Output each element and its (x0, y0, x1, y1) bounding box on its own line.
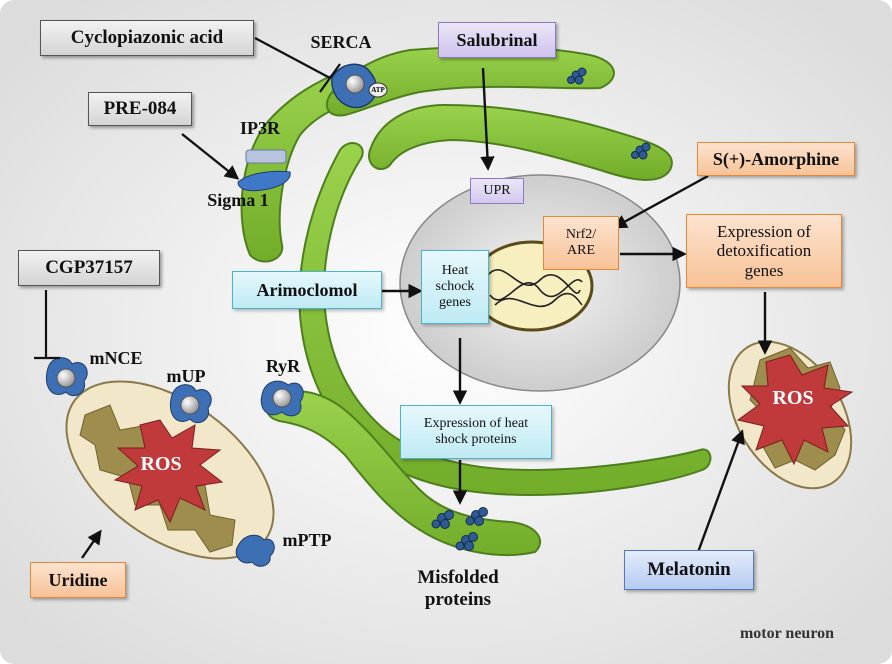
ros-burst-left (113, 419, 224, 524)
mptp-label: mPTP (282, 529, 332, 550)
amorphine-box: S(+)-Amorphine (697, 142, 855, 176)
melatonin-box: Melatonin (624, 550, 754, 590)
mitochondrion-right (727, 340, 854, 490)
detoxification-genes-box: Expression of detoxification genes (686, 214, 842, 288)
pre-084-label: PRE-084 (88, 92, 192, 126)
cyclopiazonic-acid-label: Cyclopiazonic acid (40, 20, 254, 56)
arimoclomol-box: Arimoclomol (232, 271, 382, 309)
sigma1-receptor-icon (237, 170, 291, 192)
mitochondrion-left (65, 380, 275, 560)
salubrinal-box: Salubrinal (438, 22, 556, 58)
uridine-box: Uridine (30, 562, 126, 598)
ip3r-receptor-icon (245, 149, 287, 164)
upr-box: UPR (470, 178, 524, 204)
activation-arrows (81, 67, 773, 559)
mnce-channel-icon (46, 357, 88, 396)
sigma1-label: Sigma 1 (207, 189, 269, 210)
misfolded-protein-icon (431, 67, 651, 551)
motor-neuron-caption: motor neuron (739, 624, 835, 642)
atp-label: ATP (371, 85, 385, 94)
ros-right-label: ROS (772, 386, 814, 409)
heat-shock-genes-box: Heat schock genes (421, 250, 489, 324)
serca-channel-icon (331, 63, 388, 109)
endoplasmic-reticulum (240, 45, 712, 557)
dna-helix-icon (487, 268, 583, 308)
ryr-label: RyR (265, 355, 301, 376)
misfolded-proteins-label: Misfolded proteins (417, 567, 499, 610)
ryr-channel-icon (260, 380, 304, 417)
mptp-channel-icon (235, 534, 275, 567)
ros-burst-right (736, 354, 854, 466)
mup-label: mUP (166, 365, 206, 386)
serca-label: SERCA (310, 31, 372, 52)
mup-channel-icon (170, 384, 212, 423)
mnce-label: mNCE (89, 347, 143, 368)
ros-left-label: ROS (140, 452, 182, 475)
hsp-expression-box: Expression of heat shock proteins (400, 405, 552, 459)
inhibition-lines (34, 37, 341, 360)
cgp37157-label: CGP37157 (18, 250, 160, 286)
nrf2-are-box: Nrf2/ ARE (543, 216, 619, 270)
ip3r-label: IP3R (240, 117, 280, 138)
atp-icon (368, 82, 388, 98)
